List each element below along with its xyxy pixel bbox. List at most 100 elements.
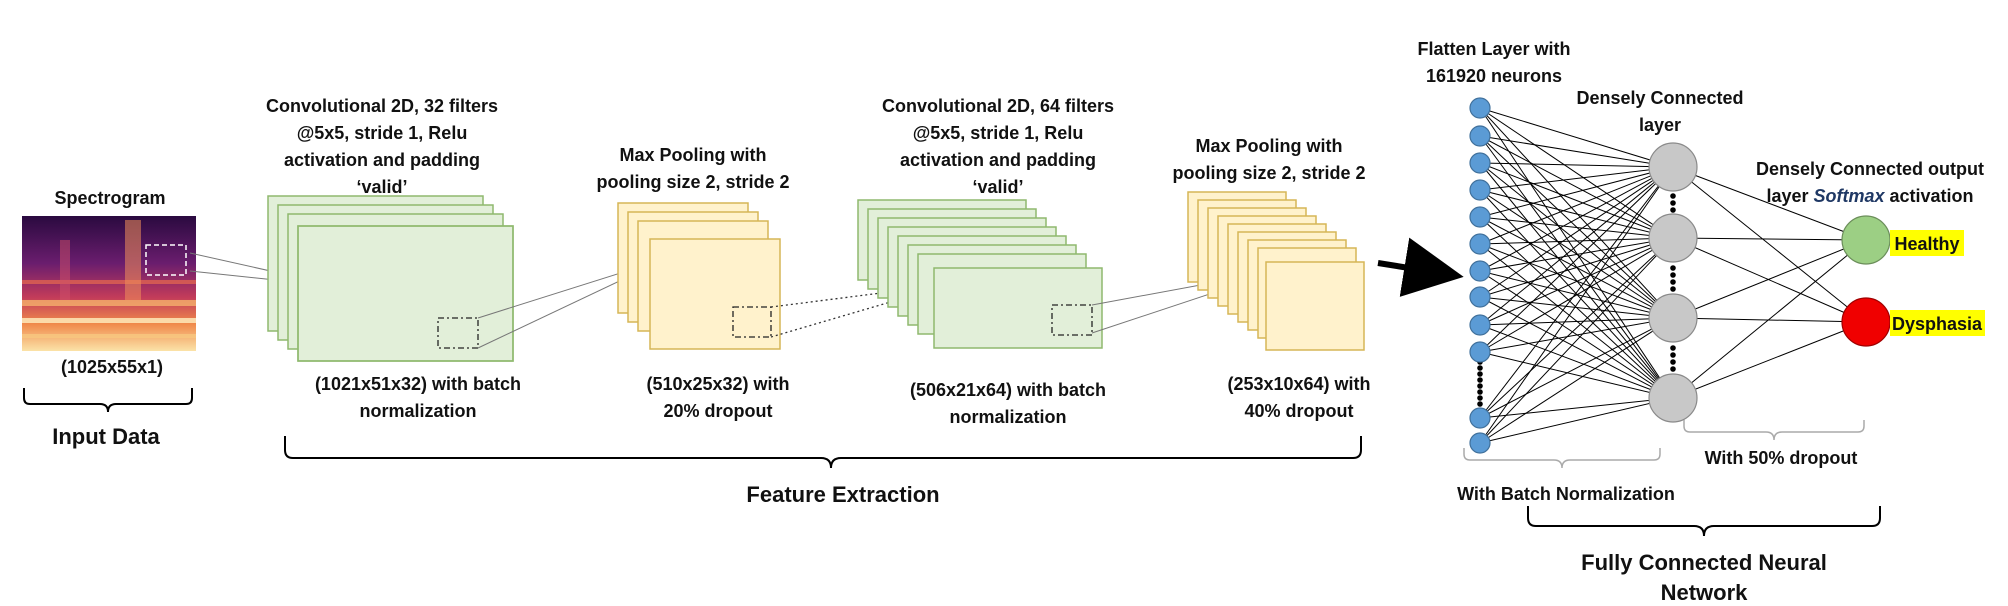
dropout-label: With 50% dropout (1705, 448, 1858, 468)
conv2-kernel-window (1051, 304, 1093, 336)
flatten-neuron (1469, 260, 1491, 282)
pool2-caption-line2: pooling size 2, stride 2 (1172, 163, 1365, 183)
ellipsis-dot (1670, 265, 1676, 271)
ellipsis-dot (1477, 395, 1483, 401)
output-caption-line1: Densely Connected output (1756, 159, 1984, 179)
feature-extraction-label: Feature Extraction (746, 482, 939, 507)
conv1-caption-line4: ‘valid’ (356, 177, 407, 197)
batch-norm-bracket (1463, 448, 1661, 469)
ellipsis-dot (1477, 377, 1483, 383)
conv2-caption-line1: Convolutional 2D, 64 filters (882, 96, 1114, 116)
conv1-output-line1: (1021x51x32) with batch (315, 374, 521, 394)
pool1-feature-maps (617, 202, 781, 350)
ellipsis-dot (1477, 401, 1483, 407)
conv1-kernel-window (437, 317, 479, 349)
input-dims: (1025x55x1) (61, 357, 163, 377)
pool2-caption-line1: Max Pooling with (1196, 136, 1343, 156)
conv2-output-line1: (506x21x64) with batch (910, 380, 1106, 400)
conv1-caption-line3: activation and padding (284, 150, 480, 170)
pool1-caption-line1: Max Pooling with (620, 145, 767, 165)
flow-arrow (1377, 237, 1464, 297)
pool1-kernel-window (732, 306, 772, 338)
ellipsis-dot (1477, 371, 1483, 377)
output-neuron-dysphasia (1841, 297, 1891, 347)
flatten-neuron (1469, 407, 1491, 429)
fc-connections (1479, 107, 1867, 444)
spectrogram-title: Spectrogram (54, 188, 165, 208)
fc-ellipsis-dots (1477, 193, 1676, 407)
flatten-neuron (1469, 152, 1491, 174)
conv2-caption-line4: ‘valid’ (972, 177, 1023, 197)
conv1-caption-line1: Convolutional 2D, 32 filters (266, 96, 498, 116)
softmax-word: Softmax (1814, 186, 1886, 206)
flatten-caption-line1: Flatten Layer with (1417, 39, 1570, 59)
projection-lines-3 (770, 283, 953, 338)
spectrogram-image (22, 216, 196, 351)
pool2-output-line1: (253x10x64) with (1227, 374, 1370, 394)
conv2-output-line2: normalization (949, 407, 1066, 427)
dense-neuron (1648, 293, 1698, 343)
kernel-window (145, 244, 187, 276)
flatten-neuron (1469, 179, 1491, 201)
input-data-label: Input Data (52, 424, 160, 449)
fc-nodes (1469, 97, 1891, 454)
flatten-neuron (1469, 125, 1491, 147)
ellipsis-dot (1670, 345, 1676, 351)
ellipsis-dot (1477, 383, 1483, 389)
flatten-neuron (1469, 233, 1491, 255)
ellipsis-dot (1670, 359, 1676, 365)
flatten-neuron (1469, 97, 1491, 119)
healthy-label: Healthy (1894, 234, 1959, 254)
ellipsis-dot (1670, 279, 1676, 285)
conv1-feature-maps (267, 195, 514, 362)
conv1-section: Convolutional 2D, 32 filters @5x5, strid… (266, 96, 521, 421)
flatten-neuron (1469, 432, 1491, 454)
conv2-section: Convolutional 2D, 64 filters @5x5, strid… (857, 96, 1114, 427)
healthy-highlight (1890, 230, 1964, 256)
pool1-caption-line2: pooling size 2, stride 2 (596, 172, 789, 192)
conv2-feature-maps (857, 199, 1103, 349)
pool2-section: Max Pooling with pooling size 2, stride … (1172, 136, 1370, 421)
ellipsis-dot (1477, 365, 1483, 371)
pool1-output-line1: (510x25x32) with (646, 374, 789, 394)
dense-caption-line2: layer (1639, 115, 1681, 135)
conv2-caption-line2: @5x5, stride 1, Relu (913, 123, 1084, 143)
flatten-neuron (1469, 206, 1491, 228)
input-section: Spectrogram (1025x55x1) Input Data (22, 188, 196, 449)
flatten-neuron (1469, 286, 1491, 308)
fc-label-line2: Network (1661, 580, 1749, 605)
flatten-caption-line2: 161920 neurons (1426, 66, 1562, 86)
conv2-caption-line3: activation and padding (900, 150, 1096, 170)
batch-norm-label: With Batch Normalization (1457, 484, 1675, 504)
pool2-feature-maps (1187, 191, 1365, 351)
ellipsis-dot (1477, 389, 1483, 395)
ellipsis-dot (1670, 200, 1676, 206)
flatten-neuron (1469, 314, 1491, 336)
conv1-caption-line2: @5x5, stride 1, Relu (297, 123, 468, 143)
output-neuron-healthy (1841, 215, 1891, 265)
feature-extraction-brace (284, 436, 1362, 469)
dropout-bracket (1683, 420, 1865, 441)
ellipsis-dot (1670, 272, 1676, 278)
ellipsis-dot (1670, 193, 1676, 199)
input-brace (23, 388, 193, 413)
dense-neuron (1648, 142, 1698, 192)
fc-section: Flatten Layer with 161920 neurons Densel… (1417, 39, 1985, 605)
ellipsis-dot (1670, 207, 1676, 213)
dense-neuron (1648, 213, 1698, 263)
pool1-section: Max Pooling with pooling size 2, stride … (596, 145, 789, 421)
ellipsis-dot (1670, 366, 1676, 372)
pool2-output-line2: 40% dropout (1244, 401, 1353, 421)
dense-caption-line1: Densely Connected (1576, 88, 1743, 108)
dysphasia-label: Dysphasia (1892, 314, 1983, 334)
fc-label-line1: Fully Connected Neural (1581, 550, 1827, 575)
output-caption-line2: layer Softmax activation (1766, 186, 1973, 206)
flatten-neuron (1469, 341, 1491, 363)
fc-brace (1527, 506, 1881, 537)
pool1-output-line2: 20% dropout (663, 401, 772, 421)
ellipsis-dot (1670, 352, 1676, 358)
dysphasia-highlight (1890, 310, 1985, 336)
dense-neuron (1648, 373, 1698, 423)
ellipsis-dot (1670, 286, 1676, 292)
